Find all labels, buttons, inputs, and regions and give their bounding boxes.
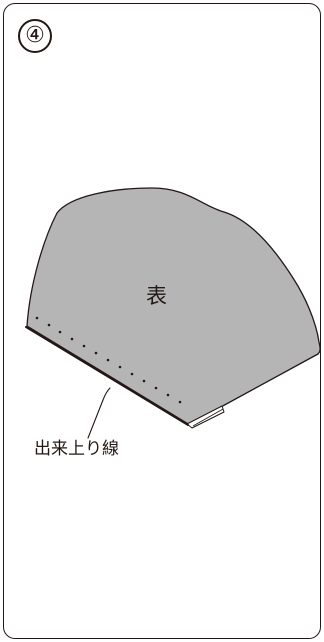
- finish-line-dot: [154, 386, 158, 390]
- finish-line-dot: [118, 365, 122, 369]
- hem-fold-strip: [186, 405, 225, 429]
- finish-line-dot: [94, 351, 98, 355]
- finish-line-dot: [82, 344, 86, 348]
- finish-line-dot: [166, 393, 170, 397]
- fabric-bottom-edge: [25, 326, 189, 426]
- finish-line-dot: [106, 358, 110, 362]
- finish-line-dot: [47, 323, 51, 327]
- finish-line-label: 出来上り線: [34, 439, 119, 459]
- step-number-badge: ④: [18, 19, 52, 53]
- finish-line-leader: [87, 387, 111, 439]
- finish-line-dot: [58, 330, 62, 334]
- finish-line-dot: [142, 379, 146, 383]
- fabric-piece: [26, 187, 321, 426]
- finish-line-dot: [178, 400, 182, 404]
- finish-line-dot: [130, 372, 134, 376]
- fabric-face-label: 表: [146, 284, 167, 308]
- finish-line-dots: [35, 316, 182, 404]
- step-number: ④: [25, 23, 45, 48]
- hem-fold-inner-line: [192, 408, 224, 427]
- finish-line-dot: [70, 337, 74, 341]
- finish-line-dot: [35, 316, 39, 320]
